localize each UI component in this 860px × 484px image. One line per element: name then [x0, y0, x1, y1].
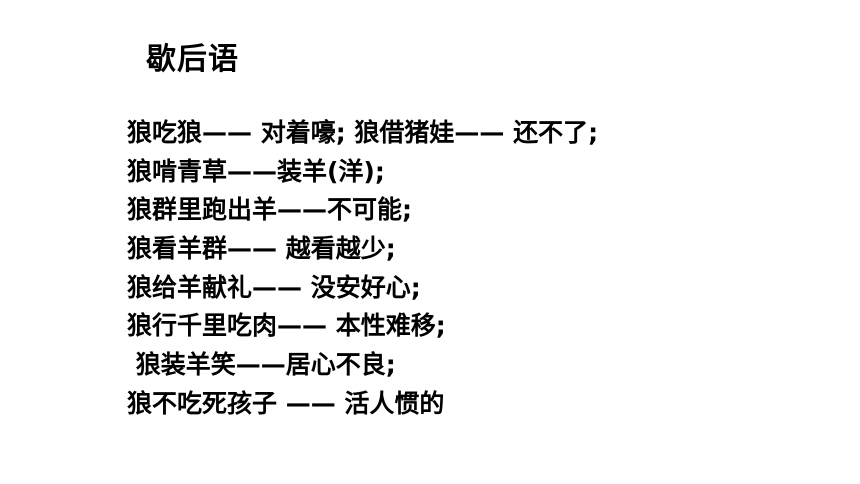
xiehouyu-line: 狼吃狼—— 对着嚎; 狼借猪娃—— 还不了; [127, 118, 599, 147]
xiehouyu-line: 狼群里跑出羊——不可能; [127, 195, 412, 225]
xiehouyu-line: 狼行千里吃肉—— 本性难移; [127, 311, 446, 341]
xiehouyu-line: 狼看羊群—— 越看越少; [127, 234, 396, 264]
xiehouyu-line: 狼不吃死孩子 —— 活人惯的 [127, 388, 445, 418]
xiehouyu-list: 狼吃狼—— 对着嚎; 狼借猪娃—— 还不了; 狼啃青草——装羊(洋); 狼群里跑… [127, 114, 598, 424]
xiehouyu-line: 狼装羊笑——居心不良; [127, 350, 396, 380]
slide-title: 歇后语 [146, 42, 239, 77]
xiehouyu-line: 狼啃青草——装羊(洋); [127, 156, 385, 186]
xiehouyu-line: 狼给羊献礼—— 没安好心; [127, 272, 421, 302]
